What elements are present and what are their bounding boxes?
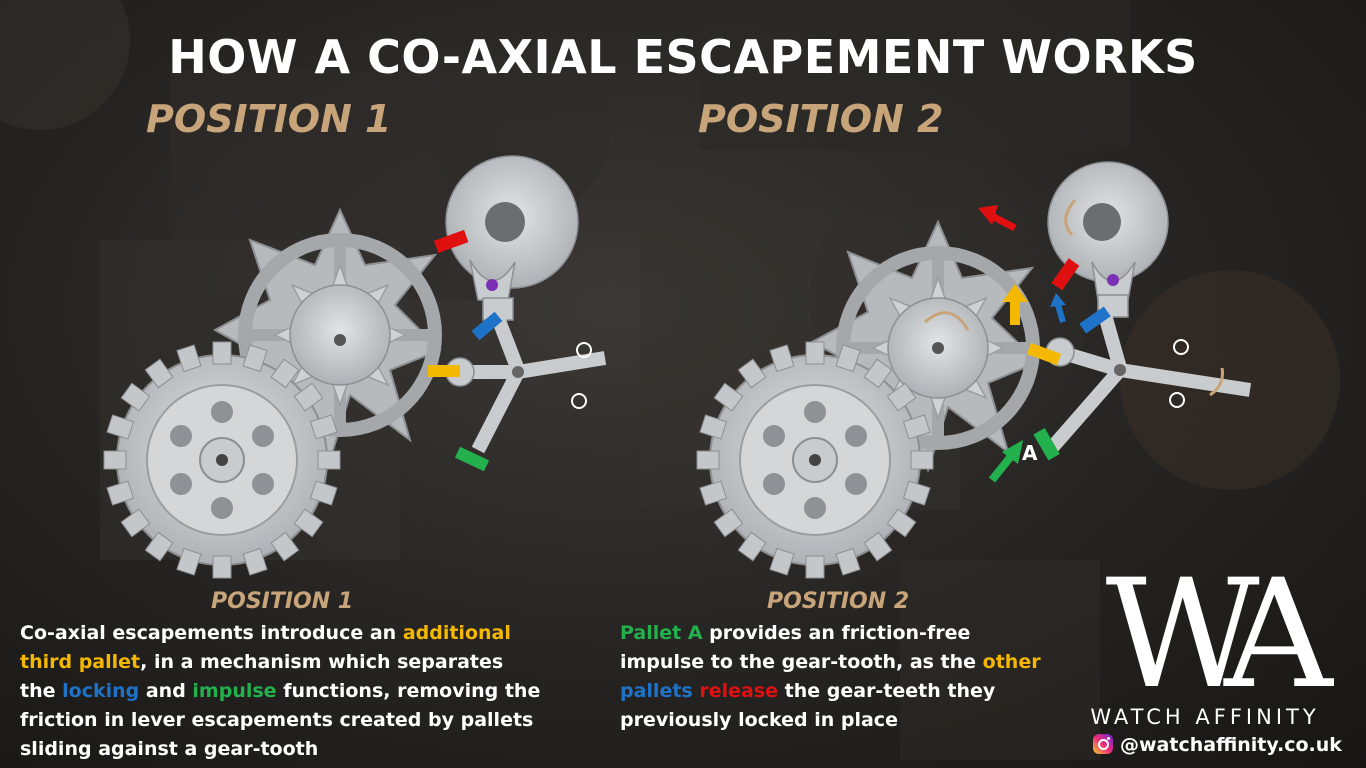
position-2-description: Pallet A provides an friction-free impul… <box>620 619 1050 735</box>
description-text: , in a mechanism which separates the <box>20 651 504 702</box>
gear-tooth <box>699 414 728 440</box>
page-title: HOW A CO-AXIAL ESCAPEMENT WORKS <box>168 30 1198 84</box>
green-pallet <box>454 446 490 472</box>
gear-tooth <box>713 382 744 412</box>
gear-tooth <box>309 414 338 440</box>
position-2-mechanism <box>696 161 1252 579</box>
highlight-text: impulse <box>192 680 277 702</box>
gear-tooth <box>120 382 151 412</box>
gear-tooth <box>737 531 767 562</box>
gear-tooth <box>805 555 825 579</box>
yellow-pallet <box>1026 342 1062 366</box>
gear-tooth <box>910 450 934 470</box>
logo-mark: WA <box>1105 548 1332 722</box>
gear-tooth <box>144 531 174 562</box>
highlight-text: release <box>699 680 779 702</box>
gear-tooth <box>835 547 861 576</box>
gear-tooth <box>902 480 931 506</box>
gear-tooth <box>293 382 324 412</box>
gear-tooth <box>212 555 232 579</box>
position-2-heading: POSITION 2 <box>698 97 944 141</box>
gear-tooth <box>317 450 341 470</box>
gear-tooth <box>886 382 917 412</box>
large-gear <box>103 341 341 579</box>
red-pallet <box>433 229 469 254</box>
highlight-text: pallets <box>620 680 693 702</box>
gear-tooth <box>270 531 300 562</box>
gear-tooth <box>805 341 825 365</box>
gear-tooth <box>212 341 232 365</box>
position-2-subheading: POSITION 2 <box>767 589 910 614</box>
gear-tooth <box>886 508 917 538</box>
blue-pallet <box>471 311 503 341</box>
gear-tooth <box>863 531 893 562</box>
instagram-icon <box>1093 734 1113 754</box>
arrow-green-icon <box>988 440 1023 483</box>
highlight-text: locking <box>62 680 140 702</box>
rotation-arrow-icon <box>1064 199 1077 237</box>
gear-tooth <box>176 547 202 576</box>
gear-tooth <box>835 344 861 373</box>
highlight-text: Pallet A <box>620 622 703 644</box>
arrow-blue-icon <box>1050 293 1066 323</box>
gear-tooth <box>713 508 744 538</box>
description-text: and <box>139 680 193 702</box>
gear-tooth <box>699 480 728 506</box>
watch-affinity-logo: WA WATCH AFFINITY @watchaffinity.co.uk <box>1060 560 1350 760</box>
highlight-text: additional third pallet <box>20 622 511 673</box>
gear-tooth <box>144 358 174 389</box>
pallet-a-label: A <box>1022 441 1038 465</box>
description-text: the gear-teeth they previously locked in… <box>620 680 996 731</box>
rotation-arrow-icon <box>1209 367 1224 397</box>
position-1-subheading: POSITION 1 <box>211 589 354 614</box>
gear-tooth <box>769 547 795 576</box>
green-pallet <box>1033 428 1060 461</box>
position-1-heading: POSITION 1 <box>146 97 392 141</box>
gear-tooth <box>902 414 931 440</box>
gear-tooth <box>103 450 127 470</box>
gear-tooth <box>242 547 268 576</box>
instagram-handle: @watchaffinity.co.uk <box>1120 734 1342 756</box>
gear-tooth <box>696 450 720 470</box>
description-text: functions, removing the friction in leve… <box>20 680 541 760</box>
arrow-yellow-icon <box>1002 284 1028 325</box>
red-pallet <box>1051 258 1080 291</box>
lever <box>445 155 607 454</box>
gear-tooth <box>106 480 135 506</box>
blue-pallet <box>1079 306 1111 334</box>
gear-tooth <box>769 344 795 373</box>
gear-tooth <box>293 508 324 538</box>
description-text: provides an friction-free impulse to the… <box>620 622 983 673</box>
logo-text: WATCH AFFINITY <box>1090 705 1320 729</box>
yellow-pallet <box>428 365 460 377</box>
rotation-arrow-icon <box>924 311 970 331</box>
gear-tooth <box>176 344 202 373</box>
gear-tooth <box>270 358 300 389</box>
gear-tooth <box>242 344 268 373</box>
position-1-mechanism <box>103 155 607 579</box>
gear-tooth <box>863 358 893 389</box>
lever <box>1044 161 1252 455</box>
arrow-red-icon <box>978 205 1017 232</box>
description-text: Co-axial escapements introduce an <box>20 622 403 644</box>
escape-wheel <box>212 207 442 463</box>
gear-tooth <box>120 508 151 538</box>
gear-tooth <box>737 358 767 389</box>
large-gear <box>696 341 934 579</box>
gear-tooth <box>309 480 338 506</box>
highlight-text: other <box>982 651 1041 673</box>
position-1-description: Co-axial escapements introduce an additi… <box>20 619 545 764</box>
gear-tooth <box>106 414 135 440</box>
